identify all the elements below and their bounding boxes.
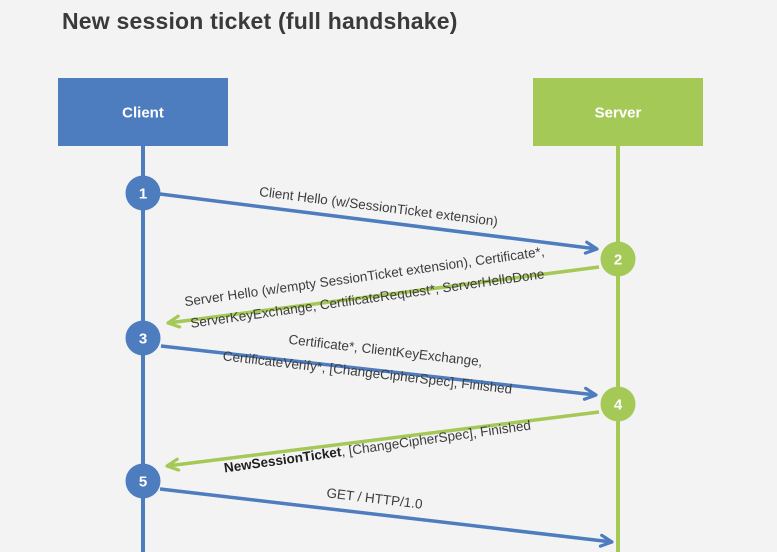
step-circle-1	[125, 175, 161, 211]
step-number-3: 3	[139, 330, 147, 347]
client-actor-label: Client	[122, 104, 164, 121]
diagram-title: New session ticket (full handshake)	[62, 8, 458, 34]
message-label-step-4-bold: NewSessionTicket	[223, 444, 343, 475]
arrow-step-5-get-request	[159, 487, 612, 542]
server-actor-box	[533, 78, 703, 146]
arrow-step-2-server-hello	[168, 265, 600, 323]
message-label-step-4-rest: , [ChangeCipherSpec], Finished	[340, 418, 532, 459]
step-circle-5	[125, 463, 161, 499]
server-actor-label: Server	[595, 104, 642, 121]
arrow-step-3-client-key-exchange	[160, 344, 596, 395]
client-actor-box	[58, 78, 228, 146]
message-label-step-5: GET / HTTP/1.0	[326, 485, 424, 511]
step-number-5: 5	[139, 473, 147, 490]
step-number-2: 2	[614, 251, 622, 268]
step-circle-4	[600, 386, 636, 422]
step-circle-3	[125, 320, 161, 356]
step-number-4: 4	[614, 396, 623, 413]
message-label-step-4: NewSessionTicket, [ChangeCipherSpec], Fi…	[223, 418, 532, 476]
step-circle-2	[600, 241, 636, 277]
arrow-step-4-new-session-ticket	[167, 410, 600, 466]
step-number-1: 1	[139, 185, 147, 202]
arrow-step-1-client-hello	[159, 192, 597, 249]
